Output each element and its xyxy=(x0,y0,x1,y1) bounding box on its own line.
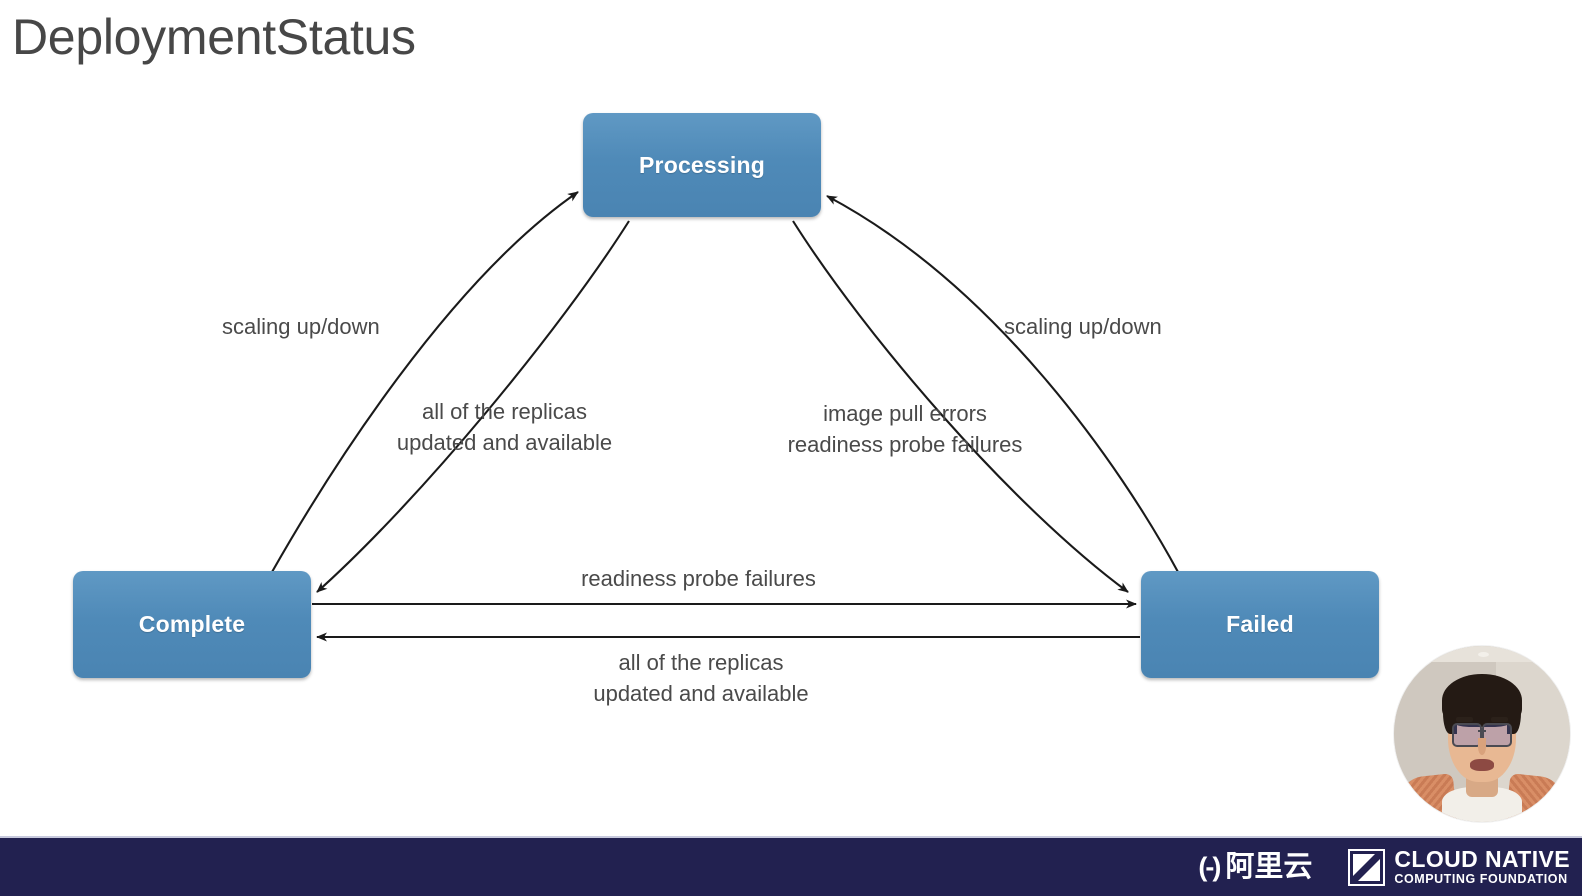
edge-label-failed-to-processing: scaling up/down xyxy=(1004,314,1162,339)
state-node-processing-label: Processing xyxy=(639,151,765,178)
presenter-webcam-video[interactable] xyxy=(1394,646,1570,822)
cncf-logo-icon: CLOUD NATIVE COMPUTING FOUNDATION xyxy=(1348,848,1570,886)
state-node-processing[interactable]: Processing xyxy=(583,113,821,217)
edge-label-processing-to-failed: image pull errors readiness probe failur… xyxy=(787,401,1023,457)
state-node-failed[interactable]: Failed xyxy=(1141,571,1379,678)
cncf-line1: CLOUD NATIVE xyxy=(1394,846,1570,873)
page-title: DeploymentStatus xyxy=(12,9,416,65)
webcam-nose xyxy=(1477,737,1487,756)
state-node-failed-label: Failed xyxy=(1226,611,1294,637)
webcam-eyeglass-right xyxy=(1481,723,1512,747)
edge-failed-to-processing xyxy=(826,195,1179,573)
webcam-hair-left xyxy=(1443,691,1458,734)
webcam-eyeglass-bridge xyxy=(1477,730,1487,733)
alibaba-cloud-wordmark: 阿里云 xyxy=(1225,850,1313,883)
webcam-mouth xyxy=(1469,758,1495,771)
cncf-line2: COMPUTING FOUNDATION xyxy=(1394,872,1568,887)
webcam-eyebrow-right xyxy=(1490,717,1509,722)
edge-label-processing-to-complete: all of the replicas updated and availabl… xyxy=(396,399,613,455)
alibaba-cloud-mark: (-) xyxy=(1198,851,1221,882)
webcam-hair-right xyxy=(1506,691,1521,734)
cncf-mark-icon xyxy=(1348,848,1386,886)
alibaba-cloud-logo-icon: (-) 阿里云 xyxy=(1198,850,1313,883)
edge-label-complete-to-failed: readiness probe failures xyxy=(581,566,816,591)
footer-divider xyxy=(0,836,1582,838)
webcam-ceiling-light xyxy=(1478,652,1490,658)
footer-bar: (-) 阿里云 CLOUD NATIVE COMPUTING FOUNDATIO… xyxy=(0,836,1582,896)
state-node-complete-label: Complete xyxy=(138,611,246,637)
webcam-eyebrow-left xyxy=(1455,717,1474,722)
edge-label-complete-to-processing: scaling up/down xyxy=(222,314,380,339)
edge-complete-to-processing xyxy=(271,191,579,573)
cncf-wordmark: CLOUD NATIVE COMPUTING FOUNDATION xyxy=(1394,848,1570,886)
state-node-complete[interactable]: Complete xyxy=(73,571,311,678)
webcam-eyeglass-left xyxy=(1452,723,1483,747)
edge-label-failed-to-complete: all of the replicas updated and availabl… xyxy=(593,650,809,706)
